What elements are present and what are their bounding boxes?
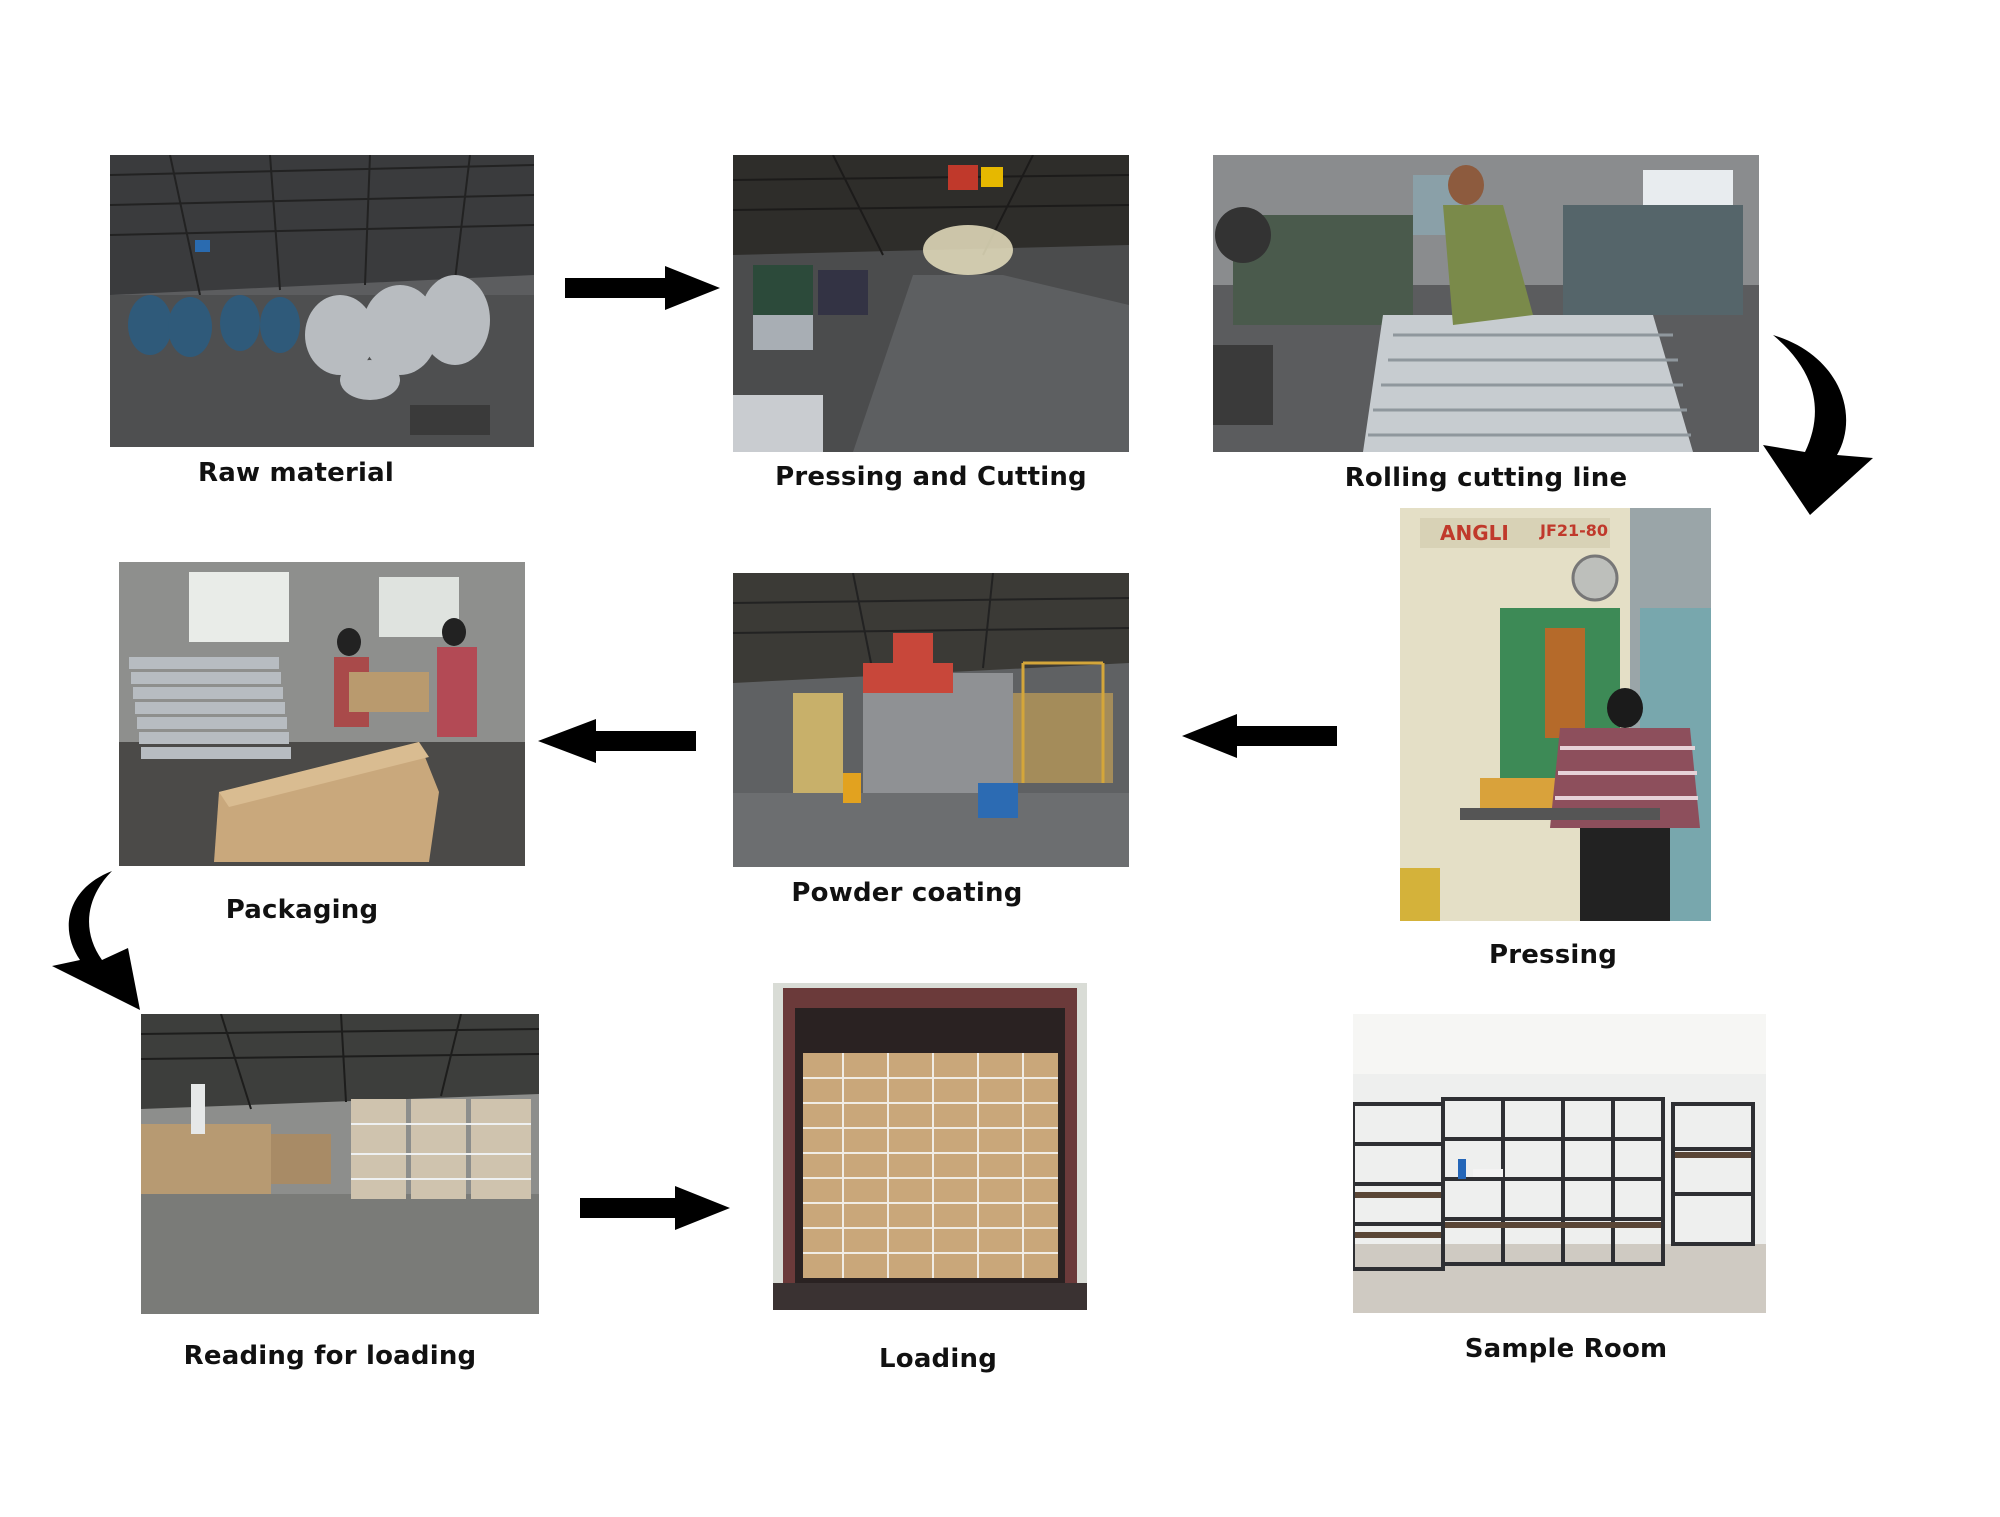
step-caption: Pressing xyxy=(1488,940,1618,970)
step-caption: Reading for loading xyxy=(183,1341,477,1371)
arrow-left-icon xyxy=(538,719,696,763)
photo-raw-material xyxy=(110,155,534,447)
arrow-left-icon xyxy=(1182,714,1337,758)
photo-sample-room xyxy=(1353,1014,1766,1313)
step-caption: Sample Room xyxy=(1464,1334,1668,1364)
step-caption: Loading xyxy=(878,1344,998,1374)
curved-arrow-down-icon xyxy=(40,868,145,1013)
photo-powder-coating xyxy=(733,573,1129,867)
step-caption: Packaging xyxy=(225,895,379,925)
step-caption: Rolling cutting line xyxy=(1344,463,1628,493)
photo-packaging xyxy=(119,562,525,866)
arrow-right-icon xyxy=(580,1186,730,1230)
step-caption: Raw material xyxy=(198,458,394,488)
photo-pressing-and-cutting xyxy=(733,155,1129,452)
curved-arrow-down-icon xyxy=(1755,330,1885,520)
svg-text:JF21-80: JF21-80 xyxy=(1539,521,1608,540)
step-caption: Powder coating xyxy=(791,878,1023,908)
photo-rolling-cutting-line xyxy=(1213,155,1759,452)
step-caption: Pressing and Cutting xyxy=(775,462,1087,492)
photo-loading xyxy=(773,983,1087,1310)
photo-reading-for-loading xyxy=(141,1014,539,1314)
photo-pressing: ANGLI JF21-80 xyxy=(1400,508,1711,921)
svg-text:ANGLI: ANGLI xyxy=(1440,521,1509,545)
arrow-right-icon xyxy=(565,266,720,310)
